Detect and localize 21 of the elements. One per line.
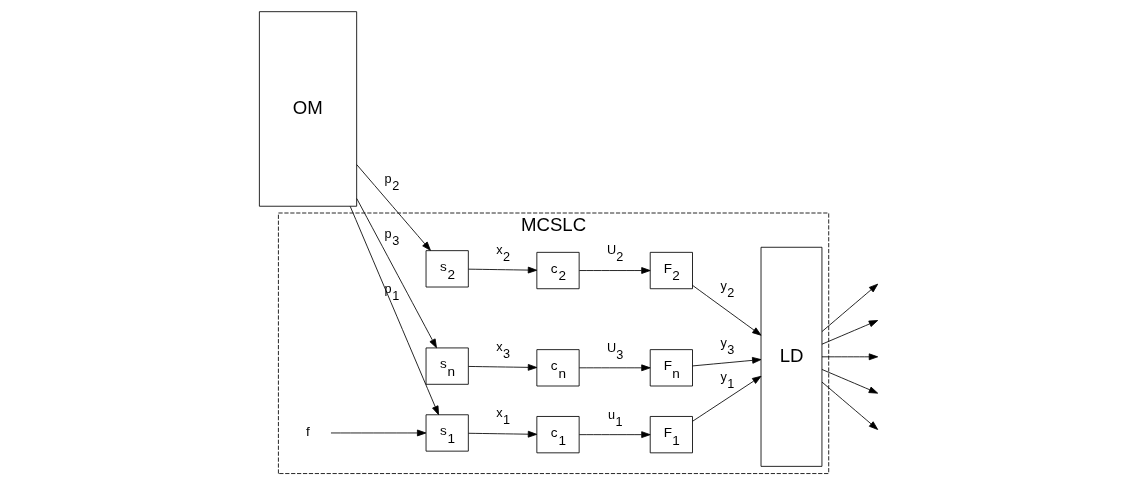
arrow xyxy=(821,320,879,345)
arrow xyxy=(356,164,431,251)
arrow xyxy=(578,267,651,274)
arrow xyxy=(821,369,879,394)
arrow xyxy=(692,375,762,422)
arrow xyxy=(468,364,538,371)
arrow xyxy=(578,431,651,439)
arrow xyxy=(330,429,427,437)
arrow xyxy=(468,430,538,438)
arrow xyxy=(356,198,437,349)
arrow xyxy=(468,266,538,274)
arrow xyxy=(821,283,879,332)
arrow xyxy=(692,284,762,336)
arrow xyxy=(578,364,651,372)
arrow xyxy=(821,353,879,361)
node-box: LD xyxy=(760,246,823,467)
arrow xyxy=(821,381,879,430)
node-text: f xyxy=(305,424,310,440)
node-box: OM xyxy=(258,11,358,207)
arrow xyxy=(349,205,439,416)
arrow xyxy=(692,356,762,367)
